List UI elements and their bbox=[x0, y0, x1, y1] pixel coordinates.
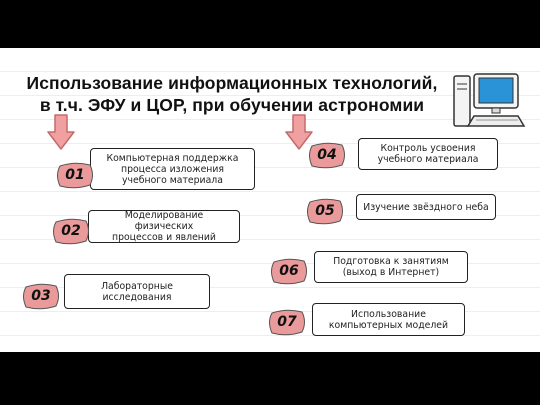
number-badge-06: 06 bbox=[270, 258, 308, 285]
item-box-03: Лабораторные исследования bbox=[64, 274, 210, 309]
slide: Использование информационных технологий,… bbox=[0, 48, 540, 352]
number-badge-05: 05 bbox=[306, 198, 344, 225]
down-arrow-icon bbox=[47, 114, 75, 150]
computer-icon bbox=[453, 73, 526, 127]
down-arrow-icon bbox=[285, 114, 313, 150]
item-box-05: Изучение звёздного неба bbox=[356, 194, 496, 220]
item-box-07: Использование компьютерных моделей bbox=[312, 303, 465, 336]
number-badge-02: 02 bbox=[52, 218, 90, 245]
item-box-02: Моделирование физических процессов и явл… bbox=[88, 210, 240, 243]
item-box-04: Контроль усвоения учебного материала bbox=[358, 138, 498, 170]
item-box-01: Компьютерная поддержка процесса изложени… bbox=[90, 148, 255, 190]
slide-title: Использование информационных технологий,… bbox=[12, 72, 452, 116]
item-box-06: Подготовка к занятиям (выход в Интернет) bbox=[314, 251, 468, 283]
number-badge-03: 03 bbox=[22, 283, 60, 310]
number-badge-07: 07 bbox=[268, 309, 306, 336]
number-badge-04: 04 bbox=[308, 142, 346, 169]
title-line-2: в т.ч. ЭФУ и ЦОР, при обучении астрономи… bbox=[39, 95, 425, 115]
title-line-1: Использование информационных технологий, bbox=[26, 73, 438, 93]
number-badge-01: 01 bbox=[56, 162, 94, 189]
